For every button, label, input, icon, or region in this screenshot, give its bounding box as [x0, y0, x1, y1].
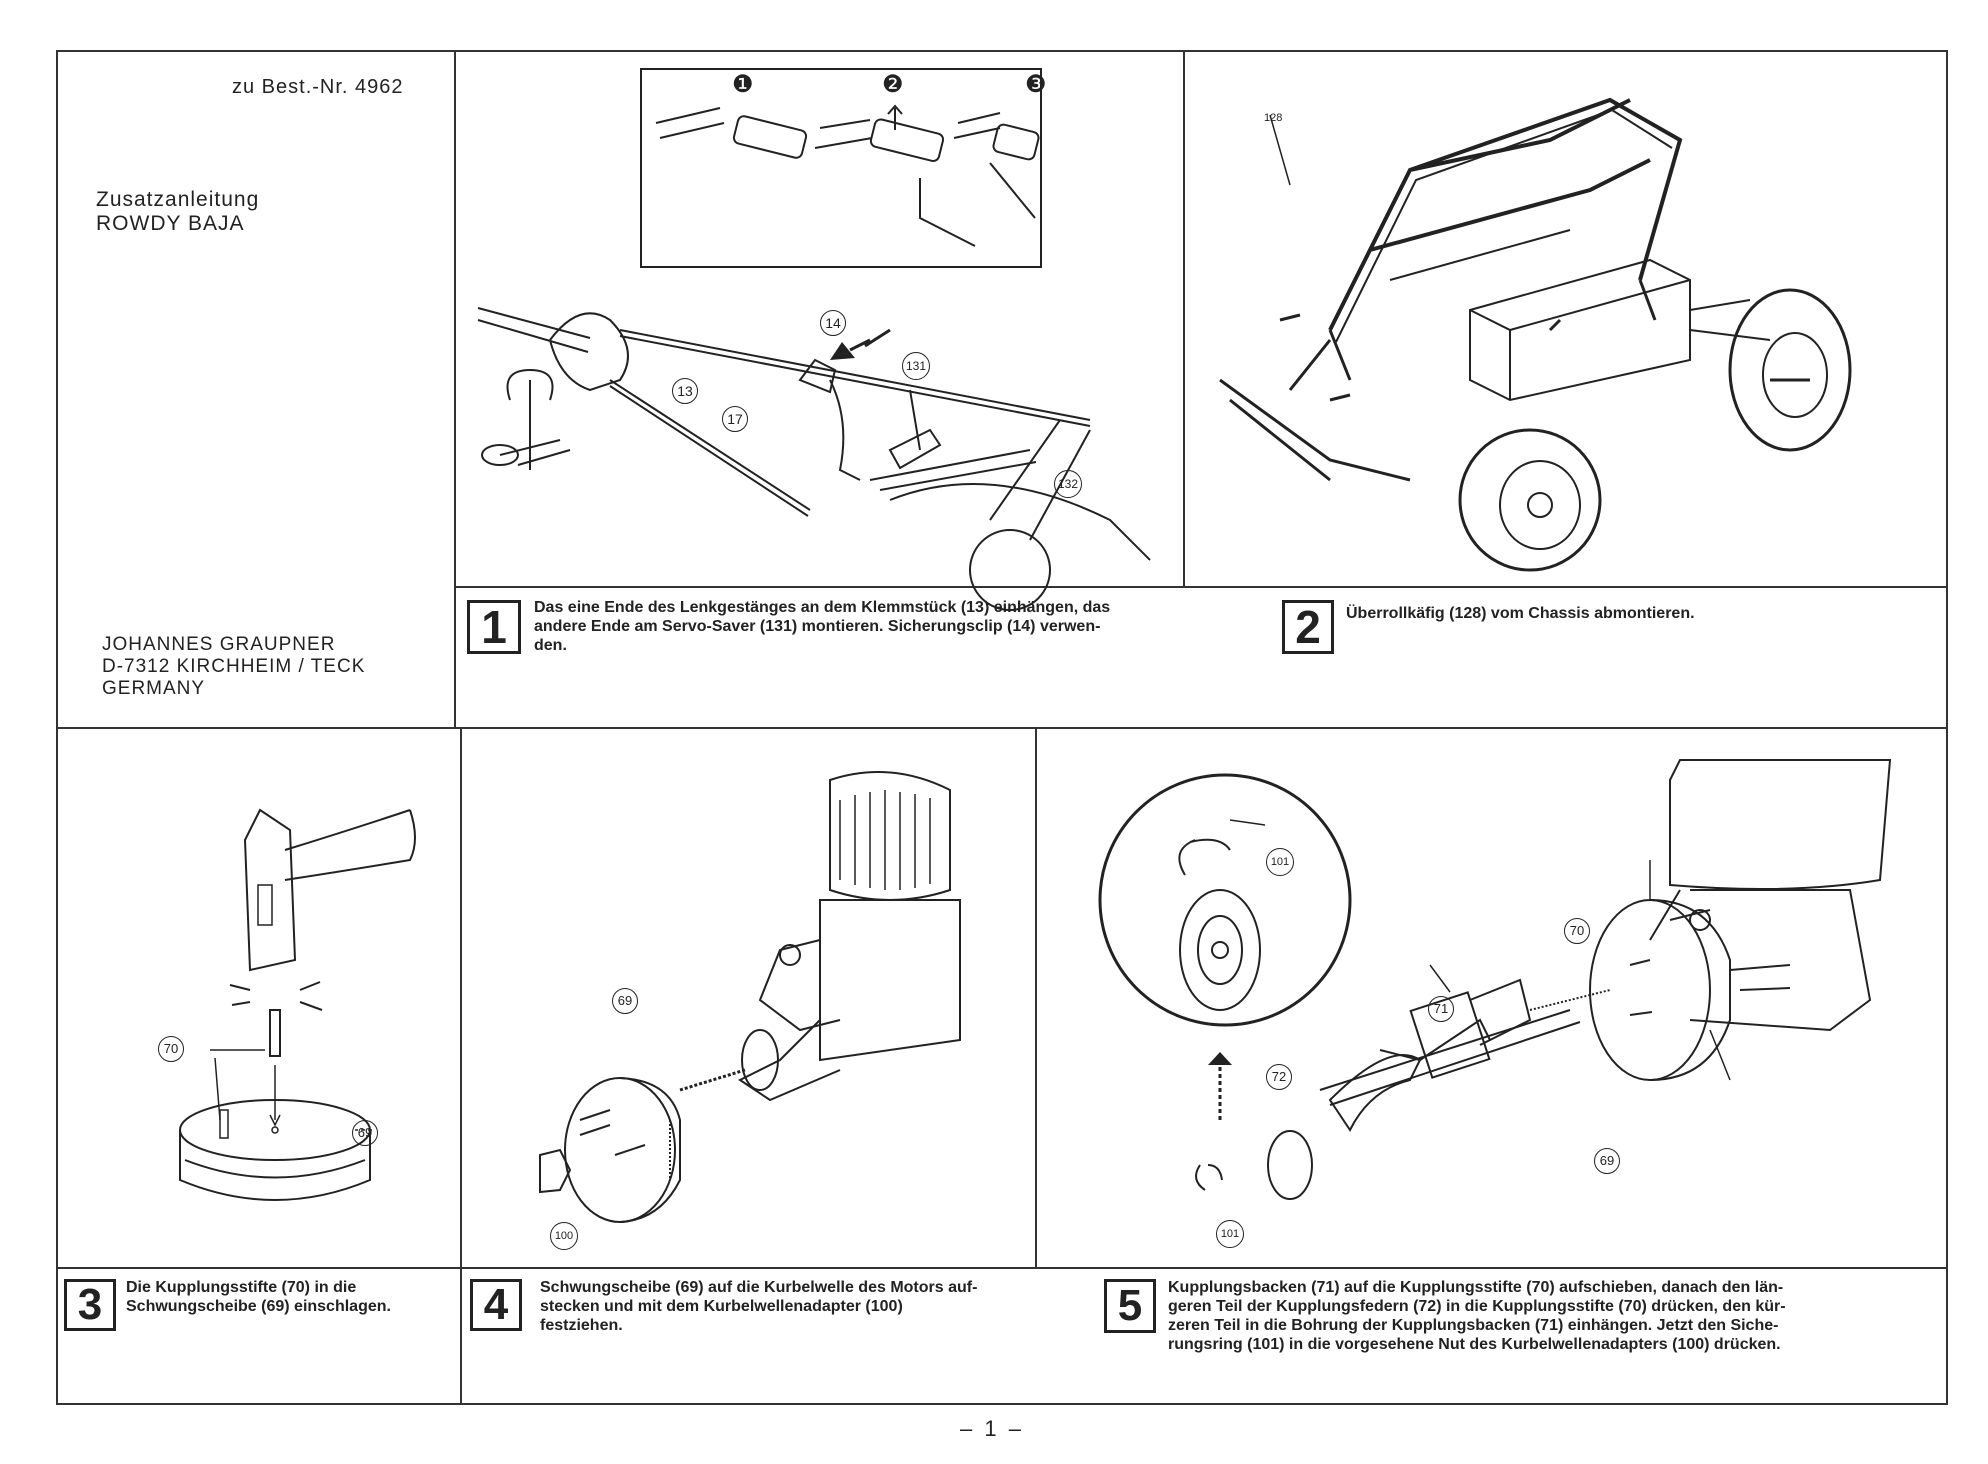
part-label-101-bottom: 101	[1216, 1220, 1244, 1248]
part-label-128: 128	[1264, 112, 1283, 124]
step-2-number: 2	[1282, 600, 1334, 654]
divider-h-caption-top	[454, 586, 1948, 588]
part-label-69-step4: 69	[612, 988, 638, 1014]
part-label-14: 14	[820, 310, 846, 336]
part-label-69: 69	[352, 1120, 378, 1146]
company-address: JOHANNES GRAUPNER D-7312 KIRCHHEIM / TEC…	[102, 634, 366, 699]
part-label-69-step5: 69	[1594, 1148, 1620, 1174]
engine-flywheel-drawing	[520, 760, 1020, 1240]
inset-label-3: ❸	[1025, 71, 1047, 98]
step-1-inset-box	[640, 68, 1042, 268]
inset-label-1: ❶	[732, 71, 754, 98]
step-1-caption: Das eine Ende des Lenkgestänges an dem K…	[534, 599, 1111, 654]
step-5-caption: Kupplungsbacken (71) auf die Kupplungsst…	[1168, 1279, 1786, 1353]
step-5-number: 5	[1104, 1279, 1156, 1333]
part-label-13: 13	[672, 378, 698, 404]
steering-linkage-drawing	[470, 280, 1170, 580]
step-1-number: 1	[467, 600, 521, 654]
step-2-caption: Überrollkäfig (128) vom Chassis abmontie…	[1346, 605, 1695, 622]
divider-h-middle	[56, 727, 1948, 729]
divider-v-step3-step4	[460, 727, 462, 1405]
part-label-17: 17	[722, 406, 748, 432]
step-4-caption: Schwungscheibe (69) auf die Kurbelwelle …	[540, 1279, 978, 1334]
part-label-131: 131	[902, 352, 930, 380]
document-title: Zusatzanleitung ROWDY BAJA	[96, 188, 260, 235]
part-label-70: 70	[158, 1036, 184, 1062]
step-3-caption: Die Kupplungsstifte (70) in die Schwungs…	[126, 1279, 391, 1315]
part-label-101-top: 101	[1266, 848, 1294, 876]
inset-label-2: ❷	[882, 71, 904, 98]
divider-v-step4-step5	[1035, 727, 1037, 1267]
part-label-70-step5: 70	[1564, 918, 1590, 944]
part-label-100: 100	[550, 1222, 578, 1250]
step-3-number: 3	[64, 1279, 116, 1331]
order-reference: zu Best.-Nr. 4962	[232, 76, 404, 98]
divider-v-step1-step2	[1183, 50, 1185, 586]
clutch-assembly-drawing	[1090, 760, 1930, 1240]
step-4-number: 4	[470, 1279, 522, 1331]
part-label-72: 72	[1266, 1064, 1292, 1090]
part-label-132: 132	[1054, 470, 1082, 498]
part-label-71: 71	[1428, 996, 1454, 1022]
hammer-flywheel-drawing	[150, 790, 430, 1230]
page-number: – 1 –	[960, 1416, 1024, 1441]
divider-v-left-top	[454, 50, 456, 727]
divider-h-caption-bottom	[56, 1267, 1948, 1269]
buggy-roll-cage-drawing	[1210, 80, 1930, 580]
